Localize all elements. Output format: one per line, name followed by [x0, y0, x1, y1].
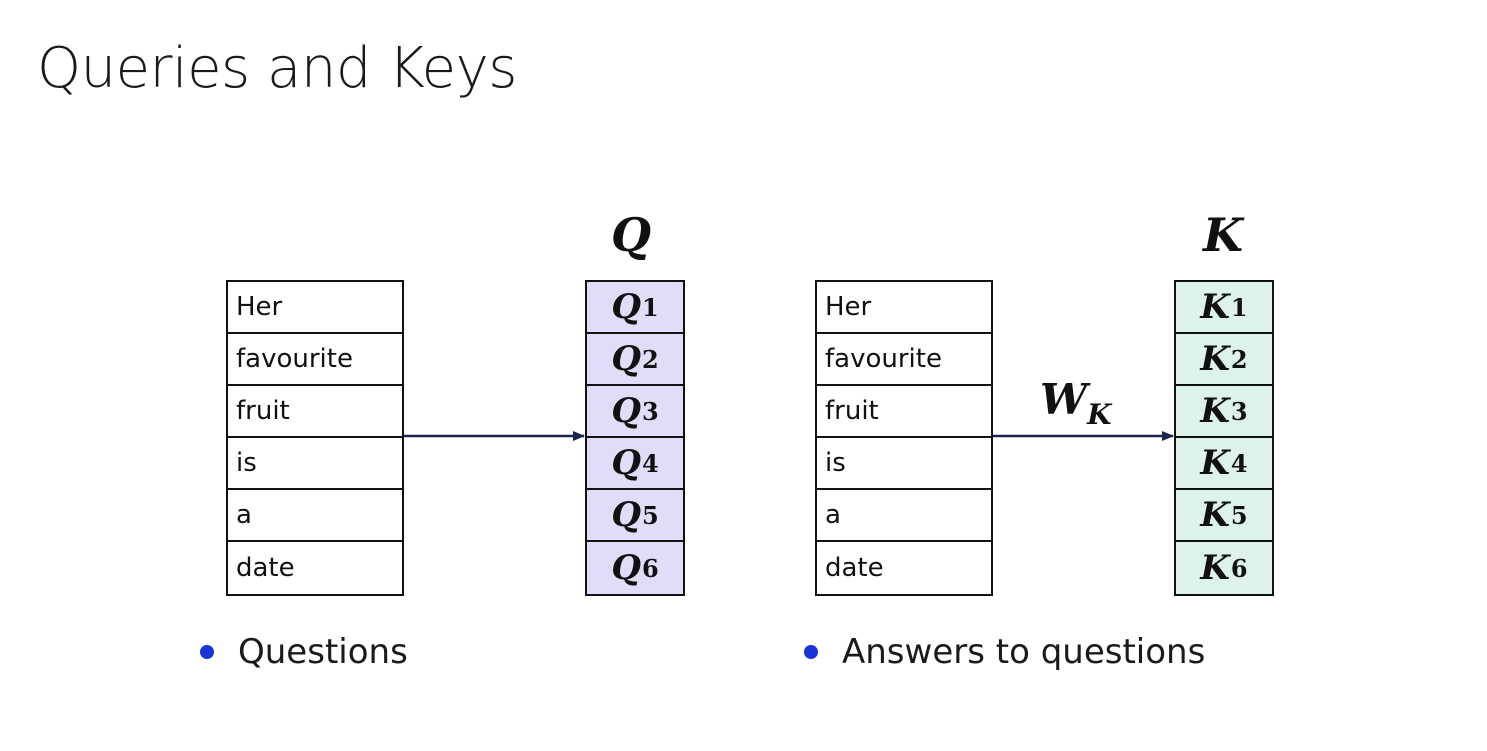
word-cell-right-5: a: [817, 490, 991, 542]
bullet-dot-icon: [200, 645, 214, 659]
word-cell-right-1: Her: [817, 282, 991, 334]
word-cell-left-6: date: [236, 553, 295, 583]
word-cell-right-3: fruit: [817, 386, 991, 438]
word-cell-left-3: fruit: [228, 386, 402, 438]
word-cell-left-5: a: [228, 490, 402, 542]
bullet-questions-text: Questions: [238, 632, 408, 672]
bullet-answers-text: Answers to questions: [842, 632, 1206, 672]
word-cell-left-4: is: [228, 438, 402, 490]
word-cell-left-1: Her: [228, 282, 402, 334]
word-cell-right-6: date: [825, 553, 884, 583]
word-cell-right-4: is: [817, 438, 991, 490]
key-weight-label: WK: [1040, 375, 1112, 431]
word-cell-right-2: favourite: [817, 334, 991, 386]
bullet-dot-icon: [804, 645, 818, 659]
word-cell-left-2: favourite: [228, 334, 402, 386]
bullet-questions: Questions: [200, 632, 408, 672]
queries-label: Q: [610, 208, 652, 262]
page-title: Queries and Keys: [37, 36, 517, 101]
bullet-answers: Answers to questions: [804, 632, 1205, 672]
keys-label: K: [1203, 208, 1243, 262]
